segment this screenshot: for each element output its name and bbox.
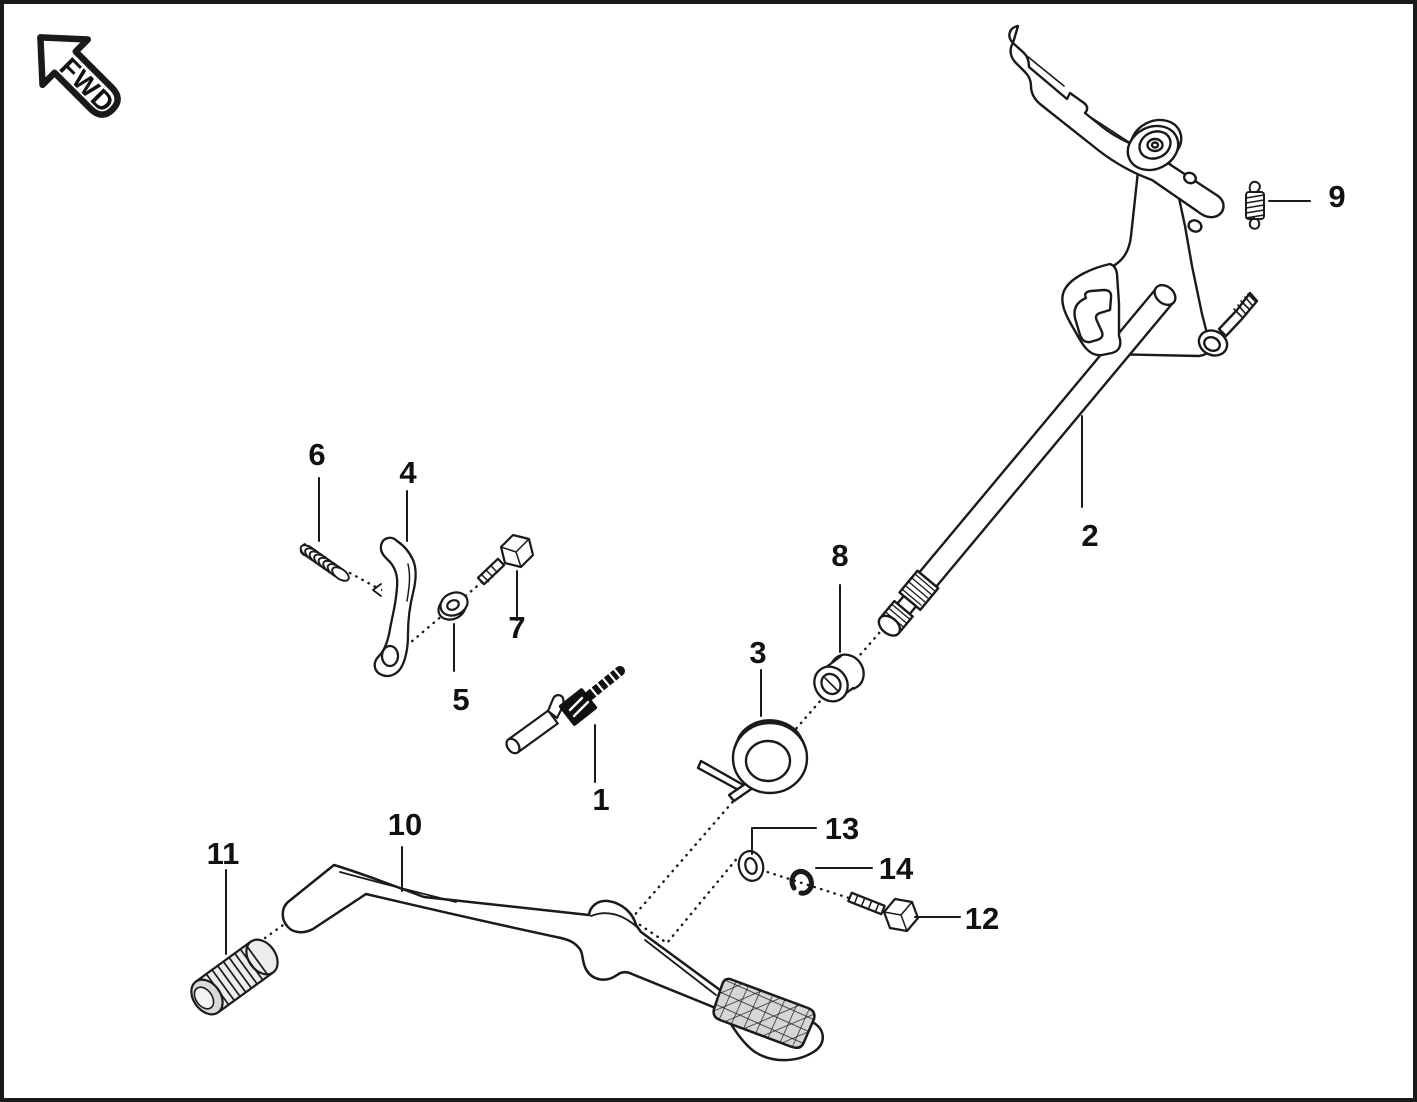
bracket-loop (1061, 262, 1122, 357)
lever-arm-hole (380, 644, 400, 668)
pedal-bolt-axis-dotted (632, 854, 741, 945)
part-3-torsion-spring (696, 719, 809, 803)
part-2-pedal-shaft-bracket (877, 24, 1259, 637)
bracket-pivot-bushing (1126, 118, 1183, 172)
part-13-washer (737, 850, 765, 882)
part-1-clevis-pin-rod (505, 666, 625, 755)
callout-7-label: 7 (508, 610, 526, 645)
callout-8-label: 8 (831, 538, 849, 573)
part-14-e-clip (789, 869, 814, 896)
part-9-extension-spring (1245, 180, 1265, 230)
callout-6-label: 6 (308, 437, 326, 472)
callout-9-label: 9 (1328, 179, 1346, 214)
part-11-foot-peg (190, 938, 279, 1016)
callout-4-label: 4 (399, 455, 417, 490)
pedal-pad-hatch2 (713, 978, 815, 1048)
callout-leader-lines (225, 200, 1311, 955)
exploded-view-drawing: FWD (37, 24, 1311, 1062)
pedal-body (281, 863, 824, 1062)
pedal-boss-base (590, 912, 638, 928)
shaft-tube (877, 283, 1177, 637)
leader-13 (751, 827, 817, 855)
washer-clip-bolt-axis-dotted (759, 868, 851, 900)
callout-1-label: 1 (592, 782, 610, 817)
clevis-threaded-rod (558, 666, 625, 726)
callout-3-label: 3 (749, 635, 767, 670)
callout-10-label: 10 (387, 807, 423, 842)
arm-tip-hole (1182, 171, 1198, 185)
callout-14-label: 14 (878, 851, 914, 886)
part-7-hex-bolt (476, 533, 535, 586)
fwd-direction-badge: FWD (37, 34, 121, 119)
part-12-hex-bolt (847, 891, 920, 933)
callout-5-label: 5 (452, 682, 470, 717)
callout-11-label: 11 (206, 836, 240, 871)
bracket-ring-hole (1203, 336, 1221, 352)
callout-2-label: 2 (1081, 518, 1099, 553)
part-6-coil-spring (299, 543, 350, 582)
part-5-washer (437, 591, 469, 621)
part-8-bushing (813, 653, 865, 703)
part-4-lever-arm (372, 536, 417, 678)
callout-12-label: 12 (964, 901, 1000, 936)
bracket-plate-hole (1187, 219, 1203, 233)
callout-13-label: 13 (824, 811, 860, 846)
bracket-arm (1008, 24, 1225, 219)
part-10-brake-pedal (281, 863, 824, 1062)
bracket-stud (1217, 291, 1259, 338)
bolt7-axis-dotted (402, 580, 484, 650)
